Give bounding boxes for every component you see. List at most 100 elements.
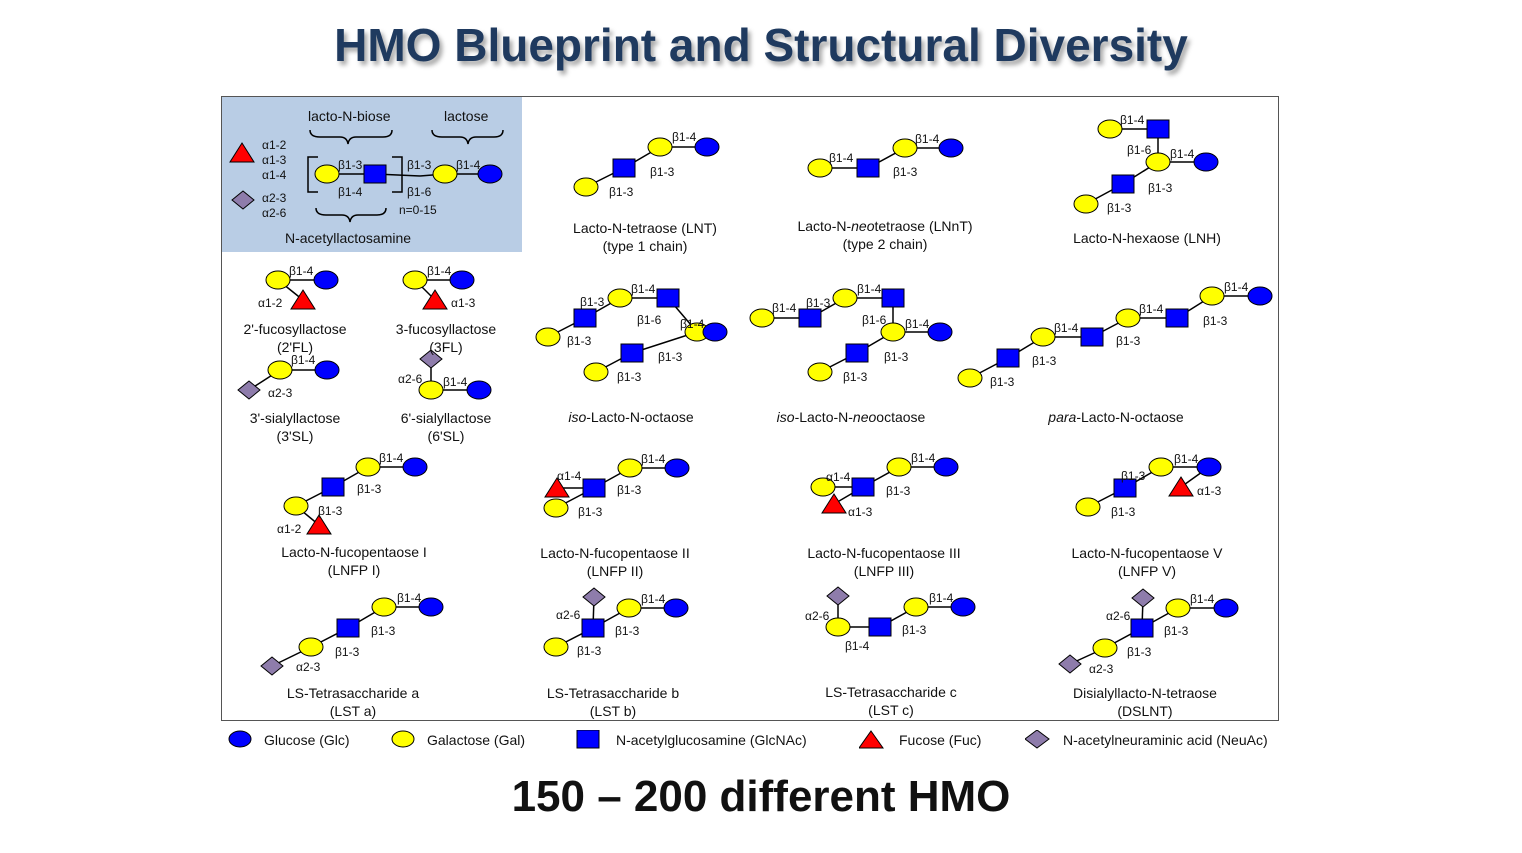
bracket-right — [392, 156, 403, 193]
lactose-label: lactose — [444, 108, 489, 124]
linkage-label: β1-3 — [990, 375, 1015, 389]
galactose-icon — [957, 368, 983, 388]
linkage-label: β1-3 — [1111, 505, 1136, 519]
fucose-icon — [859, 730, 884, 749]
galactose-icon — [535, 327, 561, 347]
linkage-label: β1-4 — [1174, 452, 1199, 466]
linkage-label: β1-3 — [902, 623, 927, 637]
structure-label-dslnt: Disialyllacto-N-tetraose(DSLNT) — [1073, 685, 1217, 719]
linkage-label: β1-4 — [289, 264, 314, 278]
glucose-icon — [228, 730, 252, 748]
structure-label-3sl: 3'-sialyllactose(3'SL) — [249, 410, 341, 444]
fuc-link-1: α1-2 — [262, 138, 287, 152]
footer-text: 150 – 200 different HMO — [511, 772, 1011, 821]
neuac-icon — [237, 380, 261, 400]
linkage-label: β1-4 — [1139, 302, 1164, 316]
fucose-icon — [1168, 476, 1194, 497]
sia-link-2: α2-6 — [262, 206, 287, 220]
legend-glcnac: N-acetylglucosamine (GlcNAc) — [576, 730, 807, 750]
galactose-icon — [616, 598, 642, 618]
linkage-label: β1-4 — [772, 301, 797, 315]
glcnac-icon — [581, 618, 605, 638]
fucose-icon — [544, 477, 570, 498]
neuac-icon — [260, 656, 284, 676]
galactose-icon — [892, 138, 918, 158]
linkage-label: α2-3 — [1089, 662, 1114, 676]
glcnac-icon — [656, 288, 680, 308]
linkage-label: α2-6 — [805, 609, 830, 623]
structure-label-lstb: LS-Tetrasaccharide b(LST b) — [546, 685, 680, 719]
lacto-n-biose-label: lacto-N-biose — [308, 108, 391, 124]
linkage-label: β1-4 — [672, 130, 697, 144]
linkage-label: β1-4 — [1170, 147, 1195, 161]
glucose-icon — [466, 380, 492, 400]
glcnac-icon — [363, 164, 387, 184]
neuac-icon — [1025, 730, 1050, 749]
glcnac-icon — [573, 308, 597, 328]
structure-label-6sl: 6'-sialyllactose(6'SL) — [400, 410, 492, 444]
galactose-icon — [1148, 457, 1174, 477]
glcnac-icon — [1113, 478, 1137, 498]
linkage-label: β1-3 — [1148, 181, 1173, 195]
bp-b14-label: β1-4 — [338, 185, 363, 199]
glucose-icon — [663, 598, 689, 618]
structure-label-iso-lnno: iso-Lacto-N-neooctaose — [776, 409, 926, 425]
linkage-label: β1-3 — [843, 370, 868, 384]
linkage-label: β1-3 — [578, 505, 603, 519]
structure-label-lnfp2: Lacto-N-fucopentaose II(LNFP II) — [540, 545, 690, 579]
glucose-icon — [927, 322, 953, 342]
linkage-label: α1-2 — [277, 522, 302, 536]
glucose-icon — [702, 322, 728, 342]
brace-lacto-n-biose — [309, 129, 393, 145]
linkage-label: α1-3 — [848, 505, 873, 519]
galactose-icon — [903, 597, 929, 617]
linkage-label: β1-3 — [1116, 334, 1141, 348]
linkage-label: β1-3 — [567, 334, 592, 348]
structure-label-para-lno: para-Lacto-N-octaose — [1048, 409, 1184, 425]
fucose-icon — [821, 493, 847, 514]
neuac-icon — [826, 586, 850, 606]
linkage-label: β1-4 — [1054, 321, 1079, 335]
structure-label-lnnt: Lacto-N-neotetraose (LNnT)(type 2 chain) — [797, 218, 973, 252]
galactose-icon — [807, 362, 833, 382]
linkage-label: β1-4 — [379, 451, 404, 465]
galactose-icon — [391, 730, 415, 748]
galactose-icon — [371, 597, 397, 617]
linkage-label: β1-3 — [1107, 201, 1132, 215]
galactose-icon — [402, 270, 428, 290]
glucose-icon — [1213, 598, 1239, 618]
galactose-icon — [1092, 638, 1118, 658]
bracket-left — [307, 156, 318, 193]
linkage-label: β1-3 — [886, 484, 911, 498]
glucose-icon — [1247, 286, 1273, 306]
structure-label-lnfp3: Lacto-N-fucopentaose III(LNFP III) — [807, 545, 961, 579]
galactose-icon — [543, 498, 569, 518]
linkage-label: β1-3 — [615, 624, 640, 638]
linkage-label: β1-3 — [580, 295, 605, 309]
glcnac-icon — [576, 730, 600, 749]
neuac-icon — [231, 190, 255, 210]
structure-label-3fl: 3-fucosyllactose(3FL) — [395, 321, 497, 355]
bp-b13-right-label: β1-3 — [407, 158, 432, 172]
galactose-icon — [832, 288, 858, 308]
galactose-icon — [1075, 497, 1101, 517]
fucose-icon — [306, 514, 332, 535]
linkage-label: β1-4 — [905, 317, 930, 331]
legend-fucose-label: Fucose (Fuc) — [899, 732, 982, 748]
linkage-label: β1-4 — [443, 375, 468, 389]
linkage-label: β1-3 — [1203, 314, 1228, 328]
linkage-label: β1-3 — [893, 165, 918, 179]
glucose-icon — [694, 137, 720, 157]
galactose-icon — [583, 362, 609, 382]
glcnac-icon — [851, 477, 875, 497]
galactose-icon — [807, 158, 833, 178]
galactose-icon — [607, 288, 633, 308]
linkage-label: α2-3 — [296, 660, 321, 674]
galactose-icon — [1199, 286, 1225, 306]
brace-n-acetyllactosamine — [315, 207, 387, 223]
linkage-label: β1-3 — [609, 185, 634, 199]
linkage-label: β1-3 — [806, 296, 831, 310]
legend-glucose-label: Glucose (Glc) — [264, 732, 350, 748]
linkage-label: α1-3 — [451, 296, 476, 310]
galactose-icon — [749, 308, 775, 328]
